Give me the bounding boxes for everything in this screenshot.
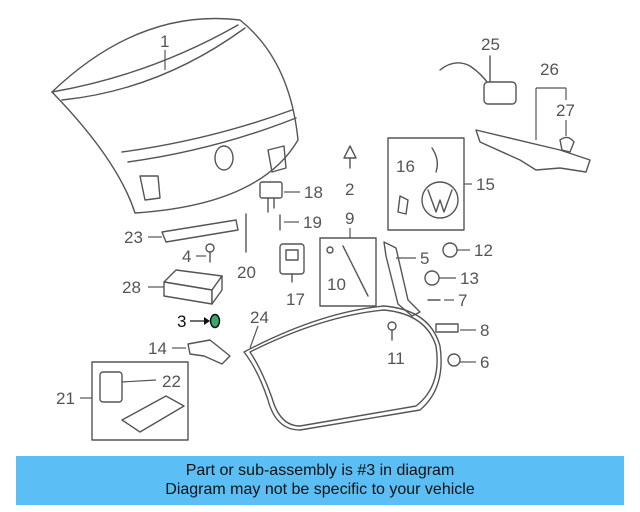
parts-diagram: 1 2 18 19 23 4 20 17 9 10	[51, 17, 591, 441]
label-13: 13	[460, 269, 479, 288]
label-22: 22	[162, 372, 181, 391]
label-11: 11	[387, 349, 405, 368]
part-5-hinge	[383, 241, 421, 317]
label-21: 21	[56, 389, 75, 408]
part-2-bumper	[343, 145, 357, 169]
label-10: 10	[327, 275, 346, 294]
label-8: 8	[480, 321, 489, 340]
part-26-bracket	[475, 87, 591, 173]
label-12: 12	[474, 241, 493, 260]
label-2: 2	[345, 180, 354, 199]
part-15-emblem-box	[387, 137, 465, 231]
label-18: 18	[304, 183, 323, 202]
part-21-latch-box	[91, 361, 189, 441]
label-28: 28	[122, 278, 141, 297]
part-25-motor	[439, 55, 517, 105]
part-14-latch	[187, 339, 231, 365]
label-25: 25	[481, 35, 500, 54]
label-17: 17	[286, 290, 305, 309]
part-11-plug	[387, 321, 397, 341]
label-5: 5	[420, 249, 429, 268]
label-24: 24	[250, 308, 269, 327]
trunk-lid	[51, 17, 299, 214]
label-7: 7	[458, 291, 467, 310]
label-23: 23	[124, 228, 143, 247]
footer-banner: Part or sub-assembly is #3 in diagram Di…	[16, 456, 624, 505]
part-6-washer	[447, 353, 461, 367]
part-18-actuator	[259, 181, 283, 213]
label-16: 16	[396, 157, 415, 176]
label-4: 4	[182, 247, 191, 266]
part-28-module	[163, 269, 223, 305]
label-14: 14	[148, 339, 167, 358]
label-6: 6	[480, 353, 489, 372]
part-3-grommet	[209, 313, 221, 329]
label-19: 19	[303, 213, 322, 232]
part-24-weatherstrip	[243, 305, 442, 431]
label-20: 20	[237, 263, 256, 282]
label-9: 9	[345, 209, 354, 228]
part-13-bushing	[424, 270, 440, 286]
part-12-bushing	[442, 242, 458, 258]
label-26: 26	[540, 60, 559, 79]
label-3: 3	[177, 312, 186, 331]
part-17-lock	[279, 243, 305, 283]
label-27: 27	[556, 101, 575, 120]
arrow-3	[204, 317, 210, 325]
part-8-bracket	[435, 323, 459, 333]
part-9-strut-box	[319, 237, 377, 307]
part-23-trim	[161, 219, 239, 243]
part-4-clip	[205, 243, 215, 263]
label-15: 15	[476, 175, 495, 194]
footer-line-1: Part or sub-assembly is #3 in diagram	[185, 462, 455, 479]
label-1: 1	[160, 32, 169, 51]
footer-line-2: Diagram may not be specific to your vehi…	[165, 481, 475, 498]
